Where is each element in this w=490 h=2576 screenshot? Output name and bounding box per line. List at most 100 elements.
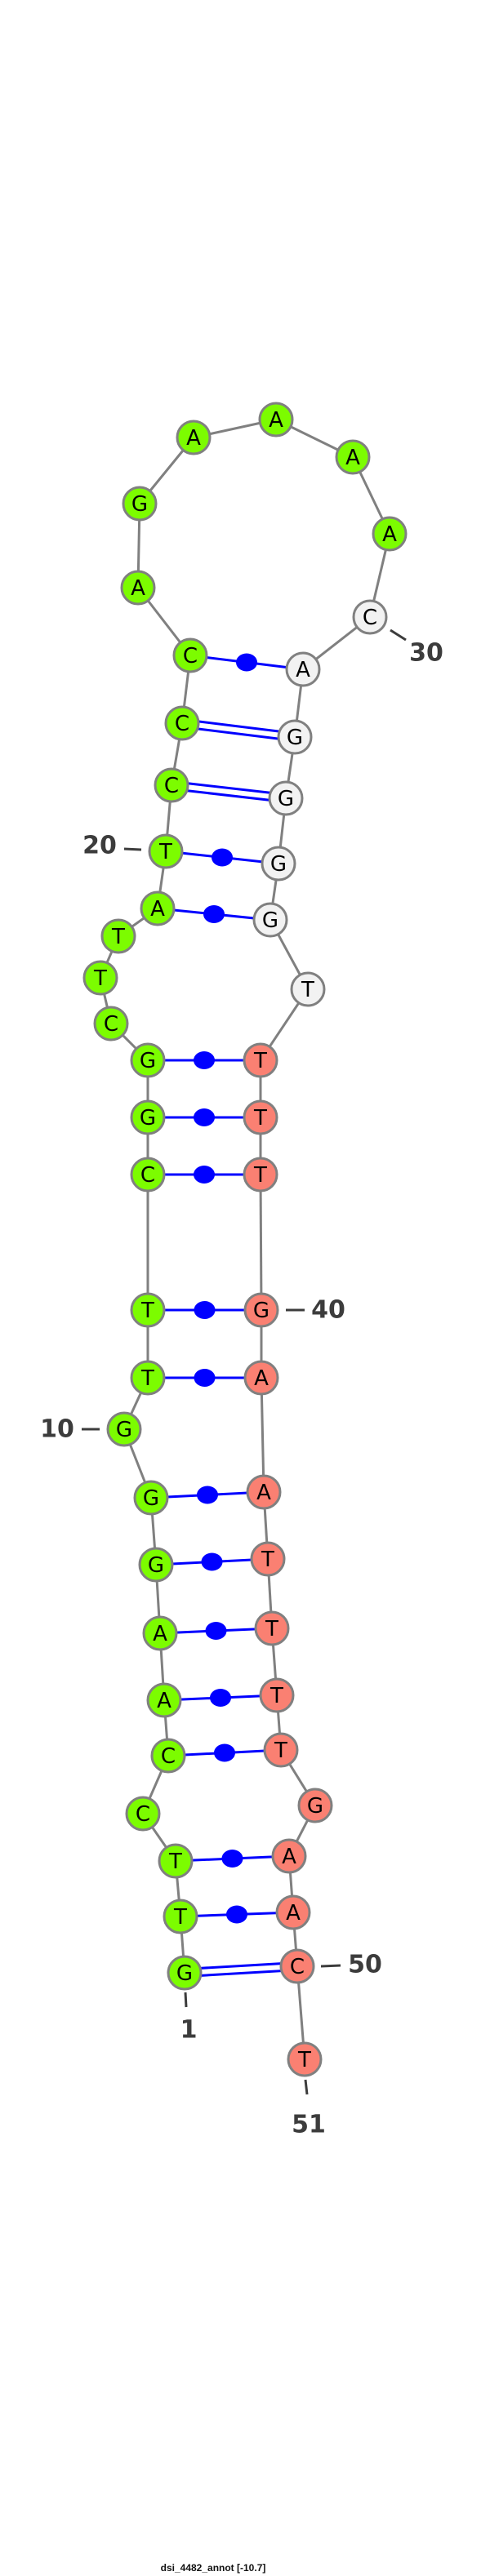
nucleotide-letter: T	[111, 925, 125, 949]
nucleotide-38: T	[243, 1099, 278, 1135]
nucleotide-letter: A	[150, 897, 165, 922]
nucleotide-letter: A	[131, 576, 145, 601]
nucleotide-48: A	[271, 1838, 307, 1874]
pair-dot	[201, 1552, 223, 1571]
pair-dot	[194, 1051, 215, 1069]
nucleotide-23: C	[172, 637, 208, 673]
nucleotide-letter: T	[140, 1366, 154, 1391]
nucleotide-circle	[277, 719, 313, 755]
nucleotide-letter: T	[253, 1106, 267, 1130]
nucleotide-circle	[285, 651, 321, 687]
nucleotide-15: G	[130, 1042, 166, 1078]
nucleotide-16: C	[93, 1006, 129, 1042]
nucleotide-letter: G	[143, 1486, 159, 1511]
nucleotide-40: G	[243, 1292, 279, 1328]
nucleotide-circle	[138, 1547, 174, 1583]
pair-dot	[205, 1622, 227, 1640]
nucleotide-letter: G	[287, 726, 303, 750]
nucleotide-2: T	[163, 1899, 198, 1934]
position-tick	[390, 628, 407, 642]
nucleotide-25: G	[122, 486, 158, 522]
nucleotide-letter: A	[256, 1481, 271, 1505]
nucleotide-circle	[279, 1948, 315, 1984]
nucleotide-42: A	[246, 1474, 282, 1510]
nucleotide-circle	[290, 971, 326, 1007]
nucleotide-9: G	[133, 1480, 169, 1516]
nucleotide-circle	[243, 1042, 278, 1078]
nucleotide-circle	[352, 599, 388, 635]
pair-dot	[210, 1689, 231, 1707]
nucleotide-50: C	[279, 1948, 315, 1984]
base-pairs	[148, 653, 304, 1978]
nucleotide-7: A	[142, 1615, 178, 1651]
nucleotide-51: T	[287, 2041, 323, 2077]
position-label: 40	[311, 1296, 345, 1325]
nucleotide-41: A	[243, 1360, 279, 1396]
nucleotide-letter: G	[262, 908, 278, 933]
nucleotide-letter: A	[282, 1845, 296, 1869]
position-tick	[123, 847, 142, 851]
nucleotide-circle	[120, 570, 156, 606]
nucleotide-letter: C	[161, 1744, 176, 1769]
position-label: 1	[180, 2016, 198, 2045]
nucleotide-circle	[271, 1838, 307, 1874]
nucleotide-letter: T	[253, 1049, 267, 1073]
nucleotide-5: C	[150, 1738, 186, 1774]
nucleotide-letter: G	[140, 1106, 156, 1130]
nucleotide-letter: T	[270, 1684, 283, 1708]
nucleotide-letter: G	[307, 1794, 323, 1819]
nucleotide-31: A	[285, 651, 321, 687]
gc-pair-line	[172, 780, 287, 797]
nucleotides: GTTCCAAGGGTTCGGCTTATCCCAGAAAACAGGGGTTTTG…	[82, 402, 408, 2077]
nucleotide-letter: C	[140, 1163, 155, 1188]
nucleotide-letter: C	[290, 1955, 305, 1979]
nucleotide-circle	[250, 1541, 286, 1577]
position-tick	[184, 1992, 188, 2008]
nucleotide-letter: G	[270, 852, 287, 877]
nucleotide-circle	[243, 1292, 279, 1328]
position-label: 50	[348, 1951, 382, 1979]
gc-pair-line	[184, 1961, 297, 1971]
nucleotide-circle	[275, 1894, 311, 1930]
nucleotide-4: C	[125, 1796, 161, 1832]
nucleotide-circle	[287, 2041, 323, 2077]
nucleotide-17: T	[82, 960, 118, 996]
position-label: 20	[82, 832, 117, 860]
position-tick	[320, 1964, 341, 1968]
pair-dot	[212, 848, 233, 867]
nucleotide-circle	[268, 780, 304, 816]
nucleotide-3: T	[158, 1843, 194, 1879]
nucleotide-circle	[100, 918, 136, 954]
nucleotide-13: C	[130, 1157, 166, 1193]
nucleotide-letter: A	[296, 658, 310, 682]
nucleotide-letter: T	[253, 1163, 267, 1188]
nucleotide-33: G	[268, 780, 304, 816]
nucleotide-letter: C	[183, 644, 198, 668]
pair-dot	[194, 1166, 215, 1184]
nucleotide-46: T	[263, 1732, 299, 1768]
nucleotide-30: C	[352, 599, 388, 635]
nucleotide-36: T	[290, 971, 326, 1007]
nucleotide-circle	[252, 902, 288, 938]
nucleotide-letter: C	[164, 774, 179, 798]
gc-pair-line	[181, 725, 295, 742]
nucleotide-letter: T	[265, 1617, 278, 1641]
nucleotide-letter: G	[253, 1299, 270, 1323]
nucleotide-circle	[243, 1360, 279, 1396]
nucleotide-circle	[150, 1738, 186, 1774]
nucleotide-letter: G	[148, 1553, 164, 1578]
nucleotide-circle	[254, 1610, 290, 1646]
nucleotide-letter: G	[176, 1961, 193, 1986]
nucleotide-circle	[130, 1042, 166, 1078]
nucleotide-circle	[142, 1615, 178, 1651]
nucleotide-28: A	[335, 439, 371, 475]
pair-dot	[194, 1108, 215, 1126]
nucleotide-6: A	[146, 1682, 182, 1718]
pair-dot	[194, 1369, 216, 1387]
nucleotide-34: G	[261, 846, 296, 882]
nucleotide-circle	[130, 1157, 166, 1193]
nucleotide-37: T	[243, 1042, 278, 1078]
nucleotide-circle	[172, 637, 208, 673]
nucleotide-circle	[154, 767, 189, 803]
nucleotide-circle	[243, 1157, 278, 1193]
